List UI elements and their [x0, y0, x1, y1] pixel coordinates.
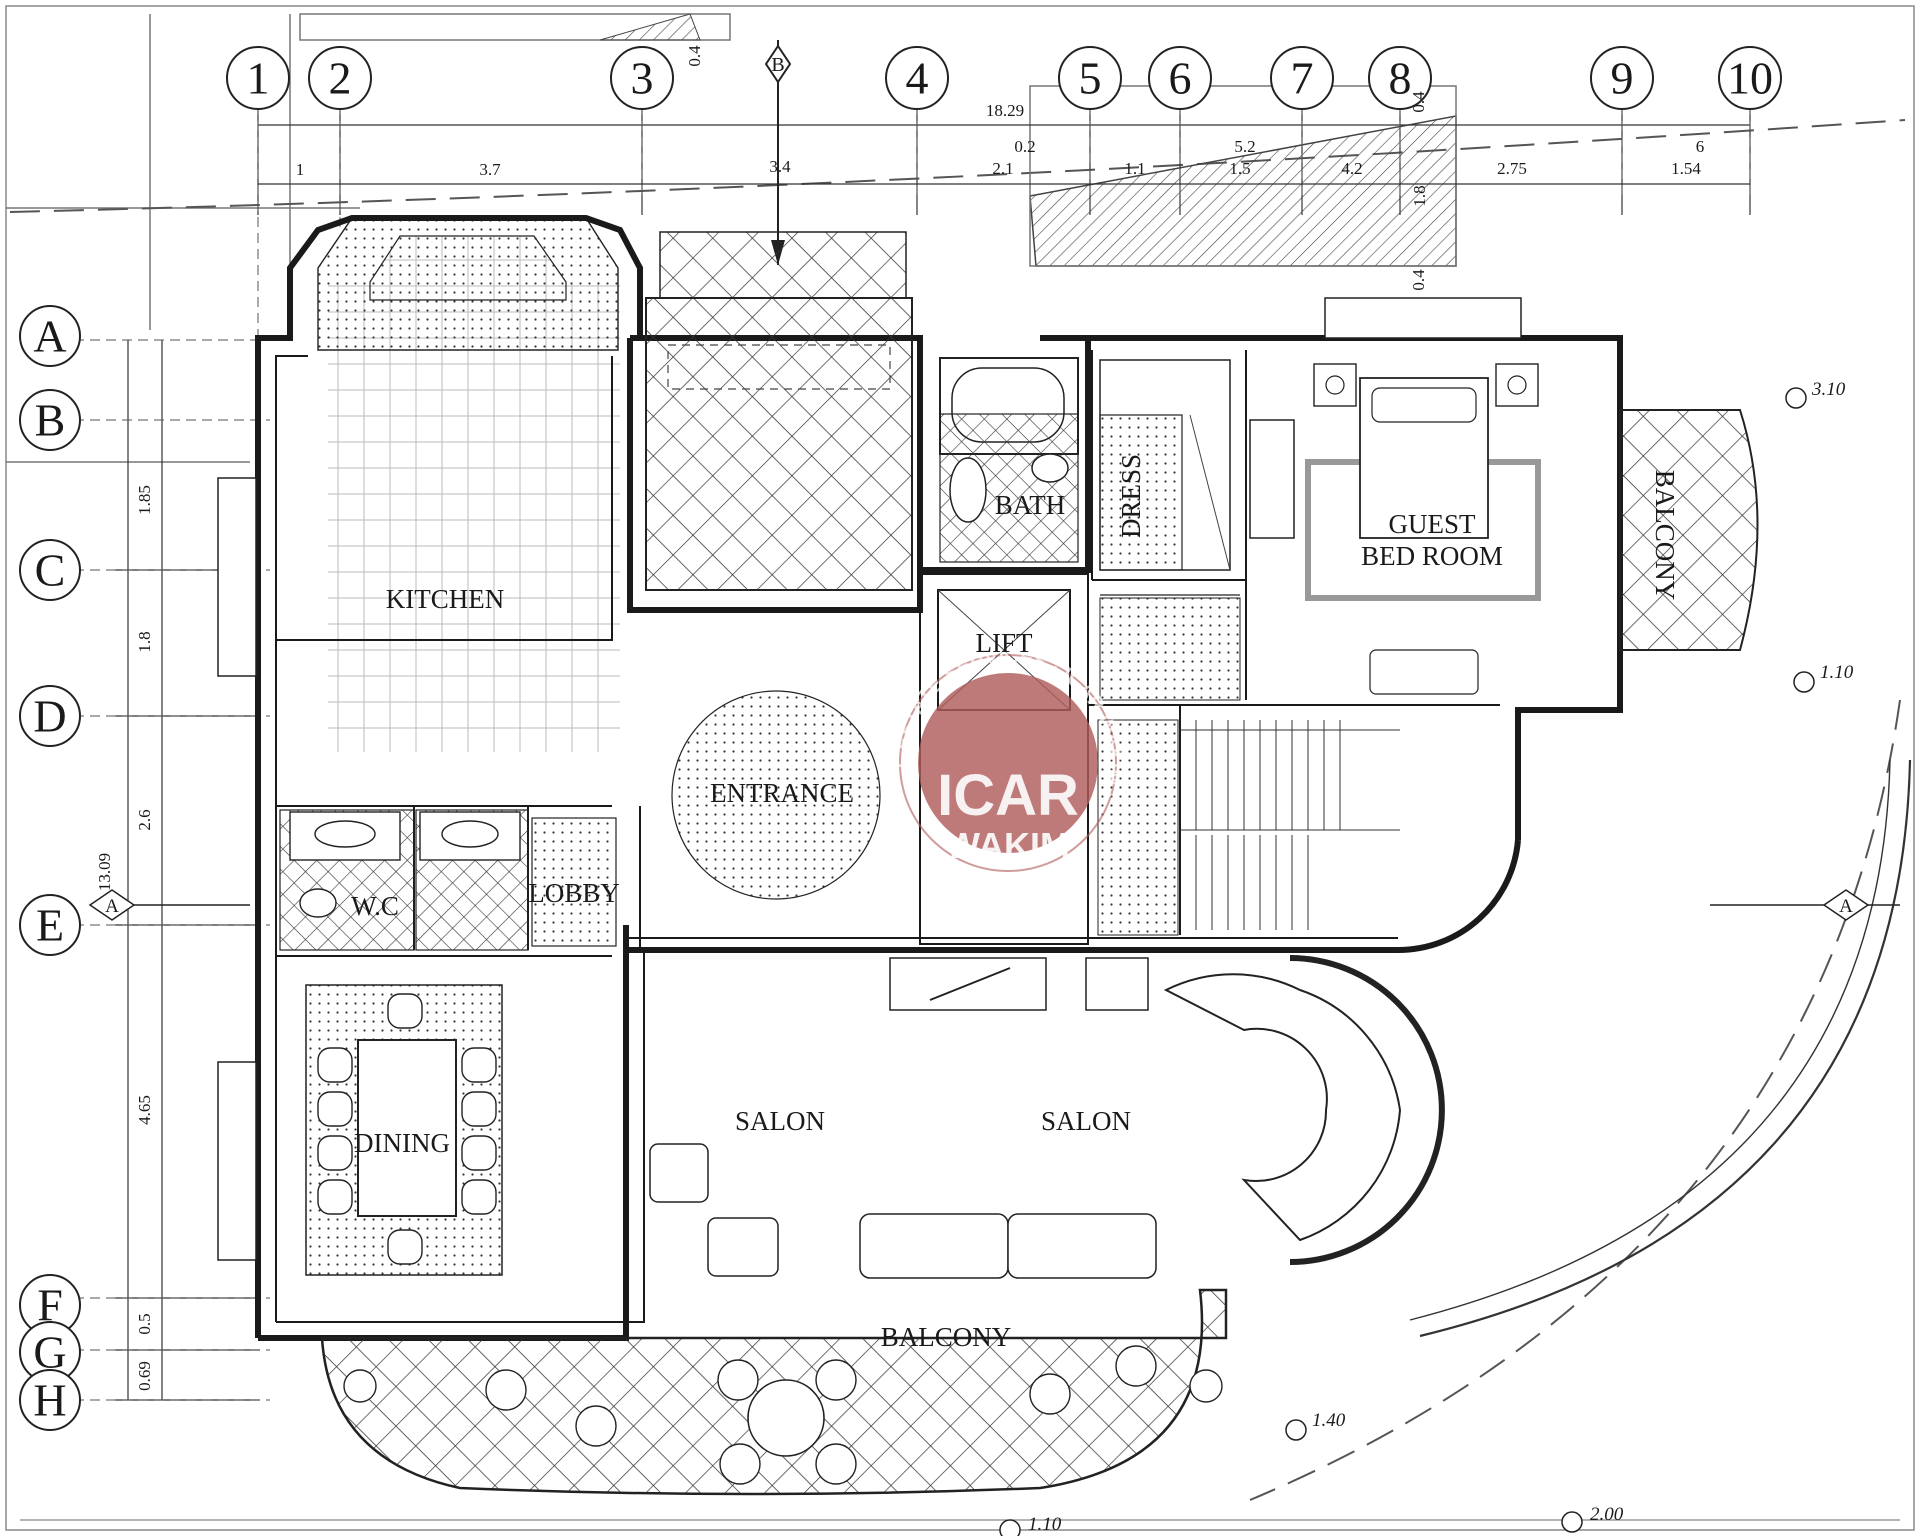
grid-col-9: 9	[1611, 53, 1634, 104]
grid-col-6: 6	[1169, 53, 1192, 104]
dim-top-9: 4.2	[1341, 159, 1362, 178]
grid-row-a: A	[33, 311, 66, 362]
level-140: 1.40	[1312, 1410, 1346, 1431]
room-label-lobby: LOBBY	[528, 878, 620, 908]
dim-left-overall: 13.09	[95, 853, 114, 891]
room-label-balcony-south: BALCONY	[881, 1322, 1012, 1352]
grid-row-g: G	[33, 1327, 66, 1378]
dim-top-10: 1.8	[1410, 185, 1429, 206]
dim-left-1: 1.85	[135, 485, 154, 515]
dim-left-2: 1.8	[135, 631, 154, 652]
room-label-salon-left: SALON	[735, 1106, 825, 1136]
grid-row-d: D	[33, 691, 66, 742]
dim-top-2: 3.7	[479, 160, 501, 179]
watermark-brand-line1: ICAR	[937, 763, 1079, 828]
dim-top-4: 0.2	[1014, 137, 1035, 156]
grid-row-b: B	[35, 395, 66, 446]
grid-col-2: 2	[329, 53, 352, 104]
room-label-guest-bed-2: BED ROOM	[1361, 541, 1503, 571]
grid-col-3: 3	[631, 53, 654, 104]
dim-left-5: 0.5	[135, 1313, 154, 1334]
dim-top-6: 1.1	[1124, 159, 1145, 178]
watermark-brand-line2: WAKIM	[946, 825, 1070, 866]
dim-top-13: 1.54	[1671, 159, 1701, 178]
section-marker-b: B	[771, 54, 784, 76]
grid-row-c: C	[35, 545, 66, 596]
dim-top-8: 1.5	[1229, 159, 1250, 178]
grid-col-4: 4	[906, 53, 929, 104]
grid-row-e: E	[36, 900, 64, 951]
room-label-kitchen: KITCHEN	[386, 584, 504, 614]
level-200: 2.00	[1590, 1504, 1624, 1525]
room-label-salon-right: SALON	[1041, 1106, 1131, 1136]
room-label-entrance: ENTRANCE	[710, 778, 854, 808]
room-label-dining: DINING	[354, 1128, 450, 1158]
dim-top-5: 2.1	[992, 159, 1013, 178]
dim-left-4: 4.65	[135, 1095, 154, 1125]
room-label-wc: W.C	[351, 891, 399, 921]
level-110-bottom: 1.10	[1028, 1514, 1062, 1535]
section-marker-a-left: A	[105, 896, 119, 917]
dim-top-11: 2.75	[1497, 159, 1527, 178]
room-label-bath: BATH	[995, 490, 1066, 520]
dim-tiny-c: 0.4	[1409, 269, 1428, 291]
dim-top-3: 3.4	[769, 157, 791, 176]
section-marker-a-right: A	[1839, 896, 1853, 917]
dim-tiny-a: 0.4	[685, 45, 704, 67]
dim-overall: 18.29	[986, 101, 1024, 120]
dim-top-12: 6	[1696, 137, 1705, 156]
dim-left-6: 0.69	[135, 1361, 154, 1391]
level-110-right: 1.10	[1820, 662, 1854, 683]
dim-top-7: 5.2	[1234, 137, 1255, 156]
dim-tiny-b: 0.4	[1409, 91, 1428, 113]
room-label-guest-bed-1: GUEST	[1389, 509, 1477, 539]
room-label-balcony-east: BALCONY	[1650, 470, 1680, 601]
room-label-dress: DRESS	[1116, 454, 1146, 538]
grid-col-10: 10	[1727, 53, 1773, 104]
dim-top-1: 1	[296, 160, 305, 179]
room-label-lift: LIFT	[976, 628, 1034, 658]
level-310: 3.10	[1811, 379, 1846, 400]
dim-left-3: 2.6	[135, 809, 154, 830]
grid-row-f: F	[37, 1280, 63, 1331]
grid-col-7: 7	[1291, 53, 1314, 104]
grid-col-5: 5	[1079, 53, 1102, 104]
grid-col-1: 1	[247, 53, 270, 104]
grid-col-8: 8	[1389, 53, 1412, 104]
grid-row-h: H	[33, 1375, 66, 1426]
